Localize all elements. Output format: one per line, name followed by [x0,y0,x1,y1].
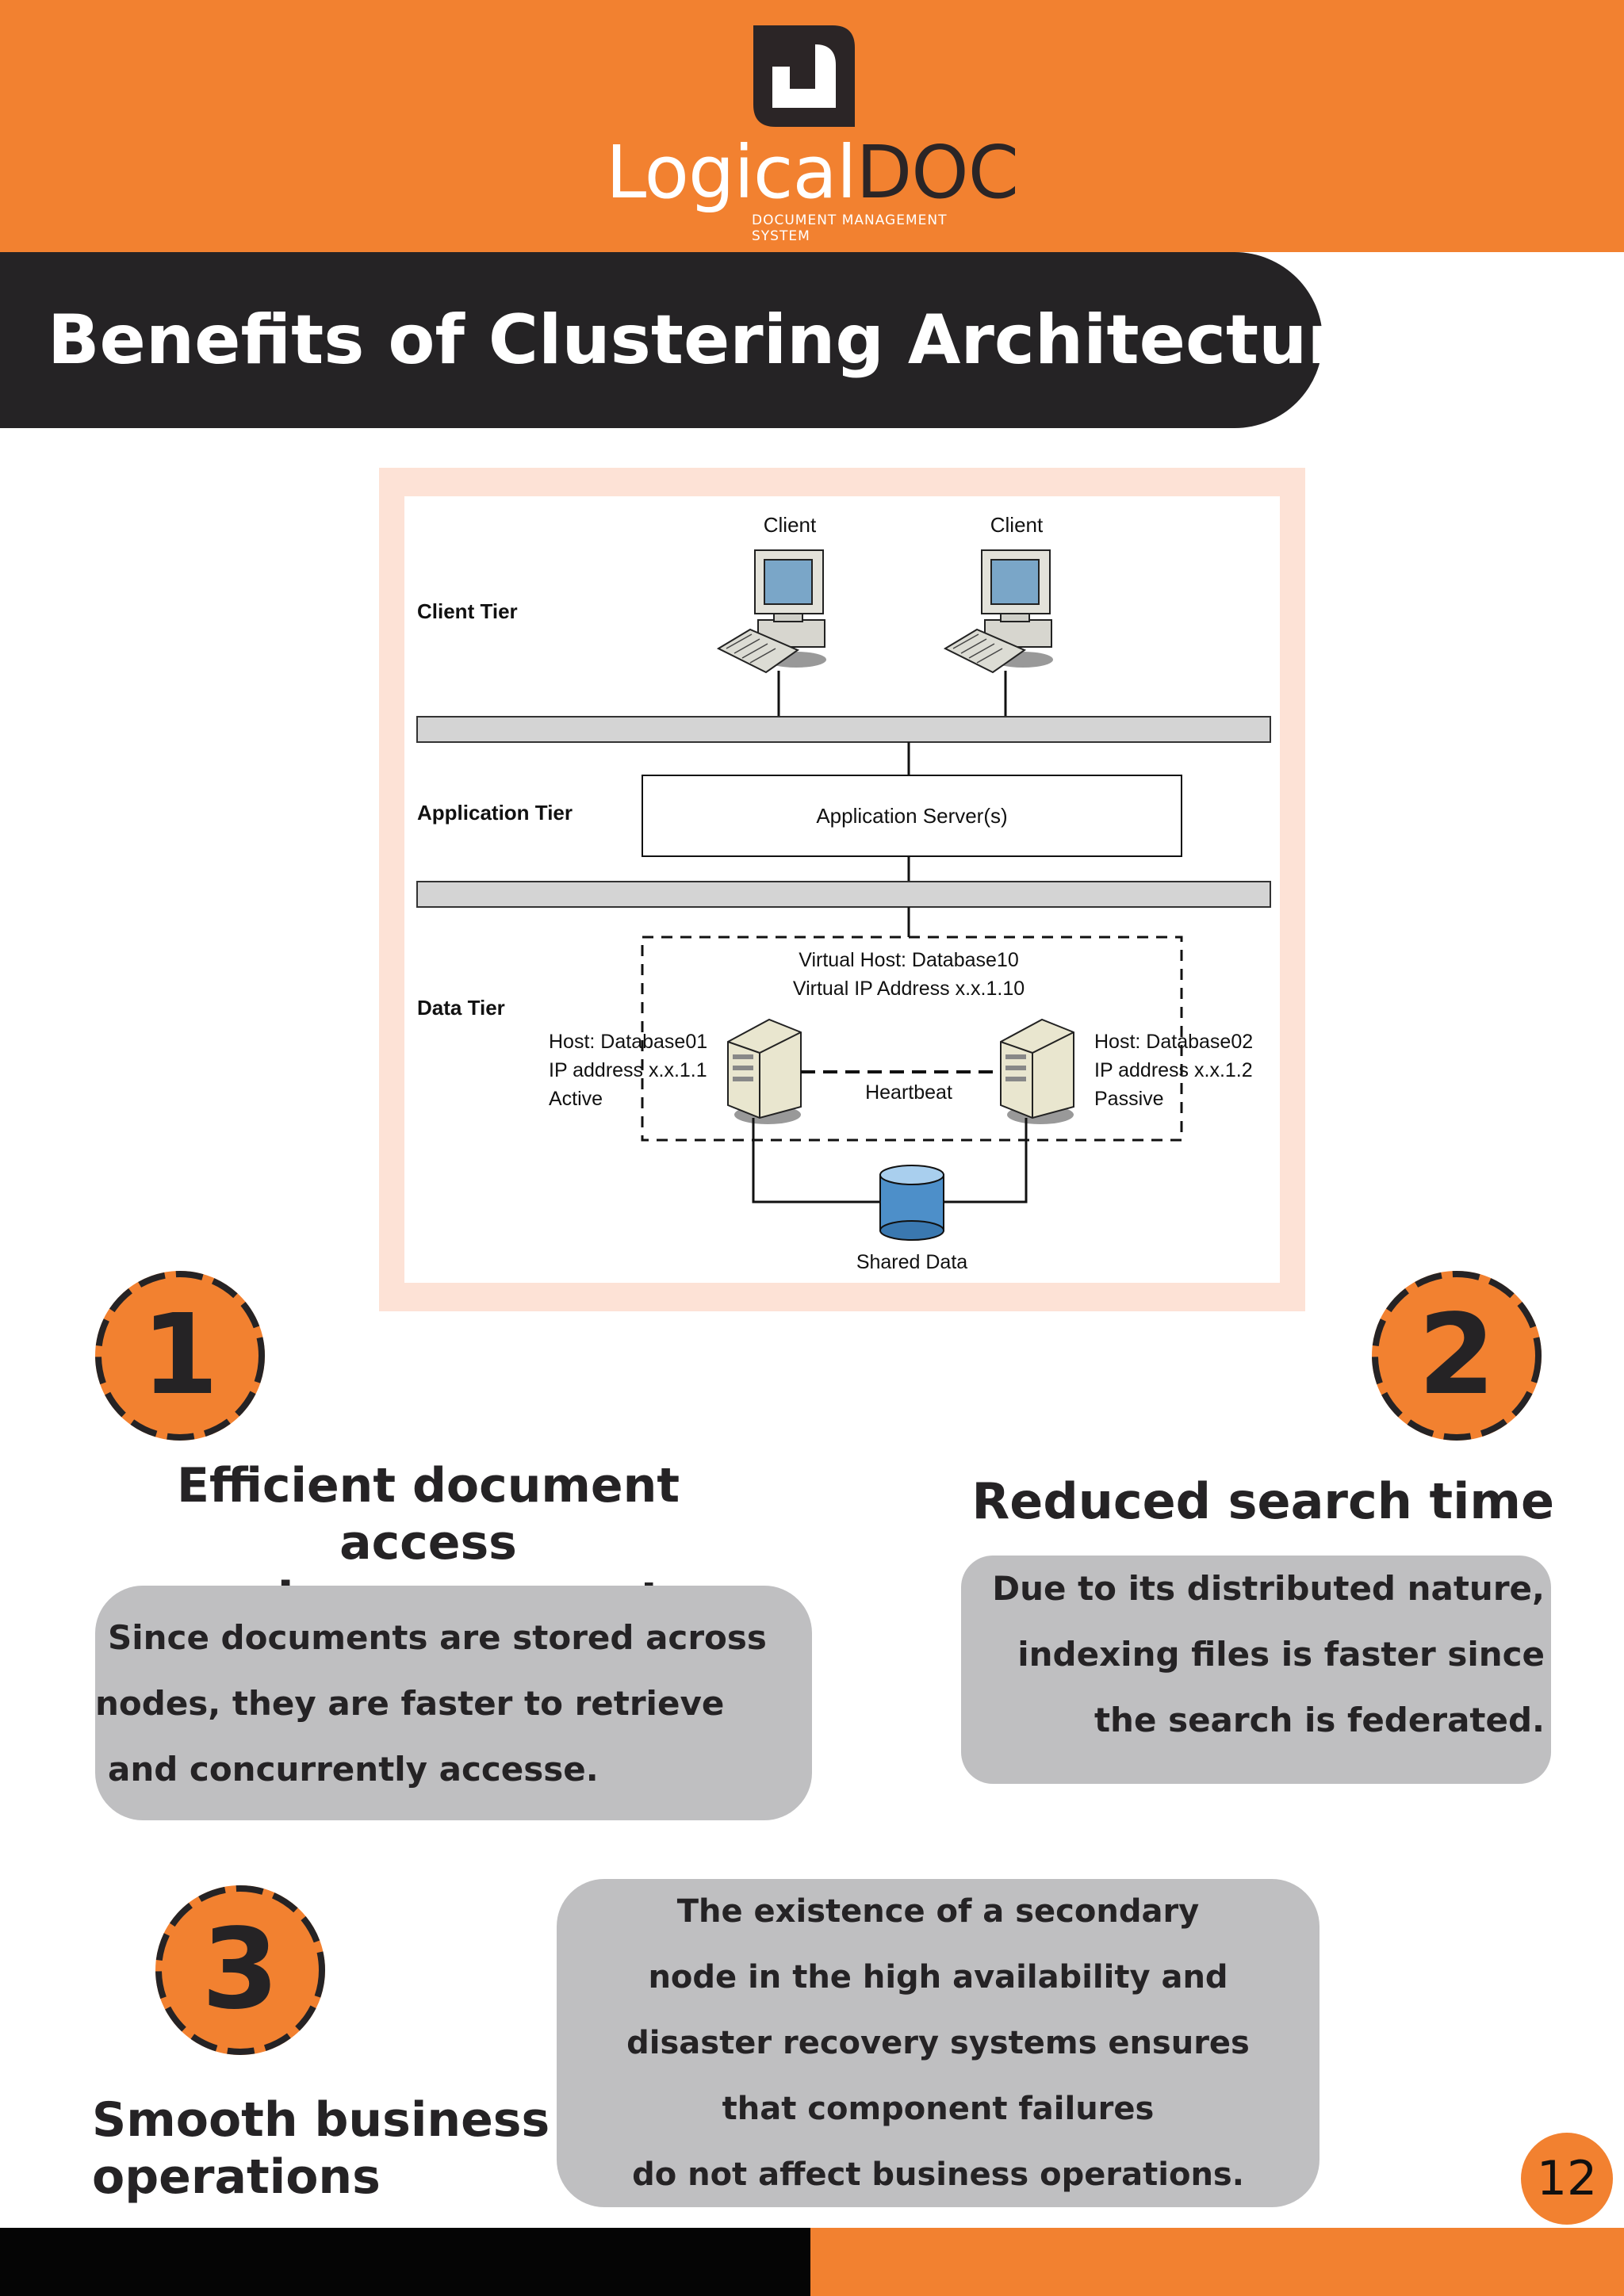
client-tier-label: Client Tier [417,599,518,623]
architecture-diagram-svg: Client Tier Application Tier Data Tier C… [416,513,1271,1273]
logo-wordmark: LogicalDOC [0,133,1624,212]
benefit-1-number-badge: 1 [95,1271,265,1441]
network-bus-bottom [416,881,1271,908]
benefit-3-card: The existence of a secondary node in the… [557,1879,1320,2207]
logo-suffix: DOC [856,130,1018,215]
benefit-1-text-line: nodes, they are faster to retrieve [95,1684,725,1723]
benefit-2-heading-line: Reduced search time [971,1472,1554,1530]
benefit-1-heading-line: Efficient document access [176,1458,680,1571]
shared-data-label: Shared Data [856,1251,967,1273]
client-1-label: Client [764,513,817,537]
benefit-1-card: Since documents are stored across nodes,… [95,1586,812,1820]
benefit-2-card: Due to its distributed nature, indexing … [961,1556,1551,1784]
database-icon [879,1165,944,1241]
benefit-2-number-badge: 2 [1372,1271,1542,1441]
benefit-3-number: 3 [201,1905,279,2034]
benefit-3-text: The existence of a secondary node in the… [557,1879,1320,2208]
benefit-3-heading: Smooth business operations [92,2091,568,2206]
architecture-diagram: Client Tier Application Tier Data Tier C… [404,496,1280,1283]
footer-bar-orange [810,2228,1624,2296]
page-title: Benefits of Clustering Architectures [48,300,1428,380]
benefit-1-number: 1 [141,1291,219,1420]
host2-name: Host: Database02 [1094,1031,1253,1053]
benefit-2-text: Due to its distributed nature, indexing … [992,1556,1545,1753]
diagram-frame: Client Tier Application Tier Data Tier C… [379,468,1305,1311]
virtual-ip-label: Virtual IP Address x.x.1.10 [793,978,1025,1000]
footer-bar-dark [0,2228,810,2296]
page-number: 12 [1521,2133,1613,2225]
benefit-2-text-line: Due to its distributed nature, [992,1569,1545,1608]
benefit-3-text-line: node in the high availability and [648,1959,1228,1996]
benefit-3-heading-line: Smooth business [92,2092,550,2148]
benefit-1-text: Since documents are stored across nodes,… [95,1605,767,1802]
benefit-3-text-line: disaster recovery systems ensures [626,2025,1250,2061]
benefit-3-text-line: that component failures [722,2091,1155,2127]
computer-icon [716,549,826,674]
server-icon [1000,1018,1074,1124]
host2-ip: IP address x.x.1.2 [1094,1059,1253,1081]
application-tier-label: Application Tier [417,801,573,825]
benefit-3-text-line: The existence of a secondary [676,1893,1200,1930]
network-bus-top [416,716,1271,743]
heartbeat-label: Heartbeat [865,1081,952,1104]
benefit-3-text-line: do not affect business operations. [632,2156,1244,2193]
application-server-box [642,775,1182,857]
computer-icon [943,549,1053,674]
benefit-2-heading: Reduced search time [936,1473,1554,1530]
host1-state: Active [549,1088,603,1110]
logo-icon [753,25,855,127]
logo-prefix: Logical [606,130,856,215]
host1-name: Host: Database01 [549,1031,707,1053]
logo-tagline: DOCUMENT MANAGEMENT SYSTEM [752,212,948,244]
benefit-2-text-line: the search is federated. [1094,1701,1545,1739]
client-2-label: Client [990,513,1044,537]
benefit-3-number-badge: 3 [155,1885,325,2055]
virtual-host-label: Virtual Host: Database10 [799,949,1018,971]
benefit-1-text-line: and concurrently accesse. [108,1750,599,1789]
benefit-2-number: 2 [1418,1291,1496,1420]
data-tier-label: Data Tier [417,996,505,1020]
host1-ip: IP address x.x.1.1 [549,1059,707,1081]
benefit-1-text-line: Since documents are stored across [108,1618,767,1657]
benefit-2-text-line: indexing files is faster since [1017,1635,1545,1674]
virtual-host-box [641,936,1183,1142]
host2-state: Passive [1094,1088,1164,1110]
title-bar: Benefits of Clustering Architectures [0,252,1427,428]
server-icon [727,1018,802,1124]
application-server-label: Application Server(s) [816,804,1007,828]
header-banner: LogicalDOC DOCUMENT MANAGEMENT SYSTEM [0,0,1624,252]
benefit-3-heading-line: operations [92,2149,381,2205]
